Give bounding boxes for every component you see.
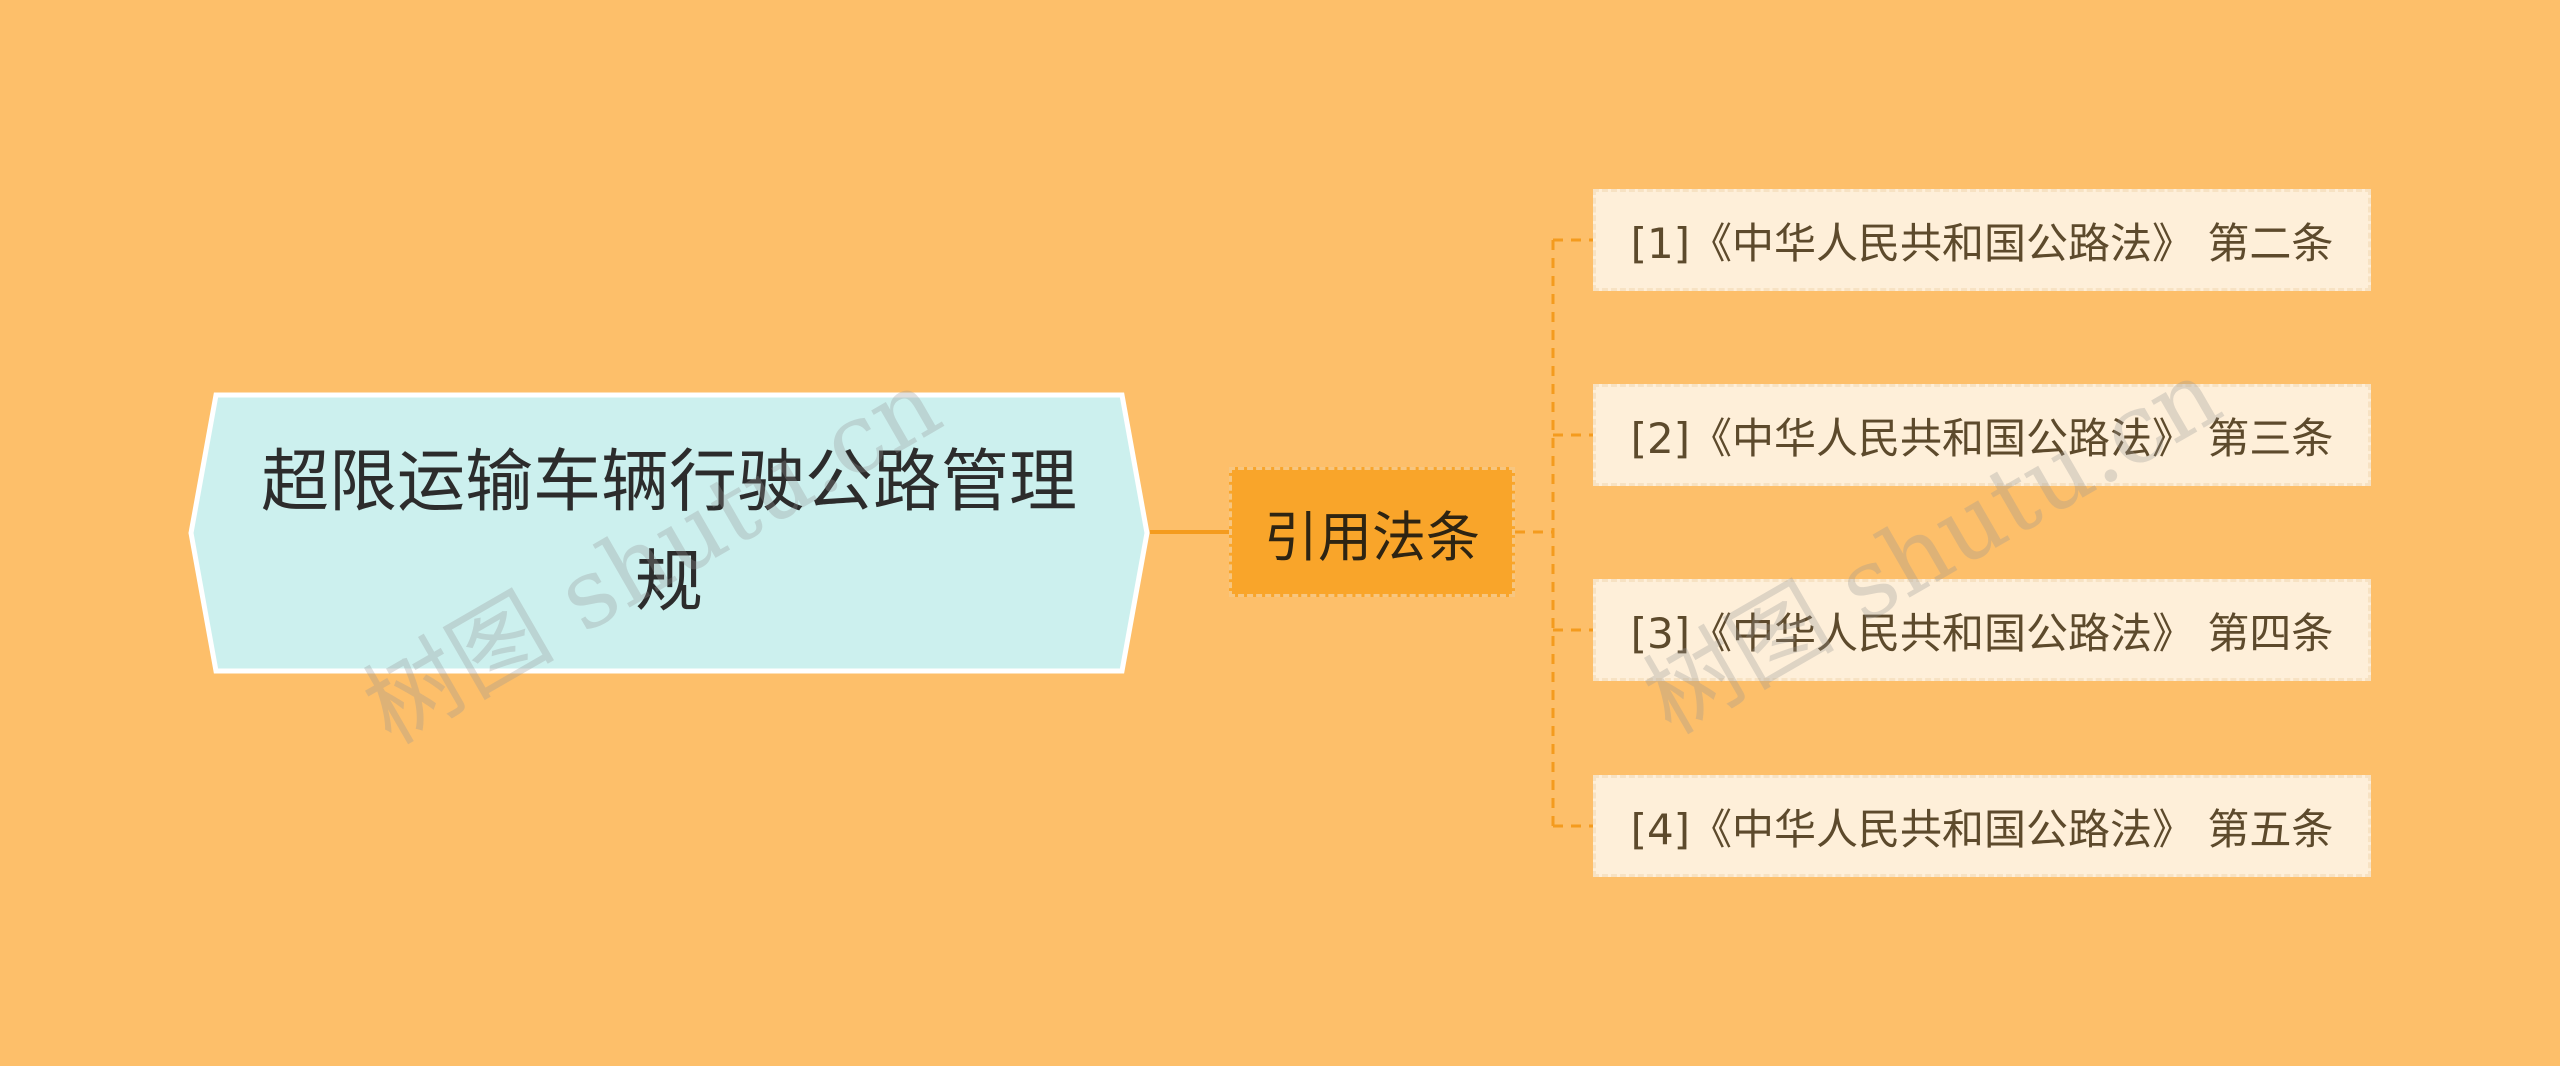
branch-node-label: 引用法条 xyxy=(1264,505,1480,569)
leaf-node-label: [4]《中华人民共和国公路法》 第五条 xyxy=(1630,804,2334,854)
leaf-node-1[interactable]: [1]《中华人民共和国公路法》 第二条 xyxy=(1593,189,2371,291)
root-node[interactable]: 超限运输车辆行驶公路管理规 xyxy=(188,392,1150,674)
root-node-text: 超限运输车辆行驶公路管理规 xyxy=(260,443,1077,622)
branch-node-citations[interactable]: 引用法条 xyxy=(1229,467,1515,597)
leaf-node-3[interactable]: [3]《中华人民共和国公路法》 第四条 xyxy=(1593,579,2371,681)
leaf-node-4[interactable]: [4]《中华人民共和国公路法》 第五条 xyxy=(1593,775,2371,877)
root-node-label: 超限运输车辆行驶公路管理规 xyxy=(248,392,1090,674)
leaf-node-label: [2]《中华人民共和国公路法》 第三条 xyxy=(1630,413,2334,463)
leaf-node-label: [3]《中华人民共和国公路法》 第四条 xyxy=(1630,608,2334,658)
root-node-shape xyxy=(188,392,1150,674)
leaf-node-2[interactable]: [2]《中华人民共和国公路法》 第三条 xyxy=(1593,384,2371,486)
leaf-node-label: [1]《中华人民共和国公路法》 第二条 xyxy=(1630,218,2334,268)
